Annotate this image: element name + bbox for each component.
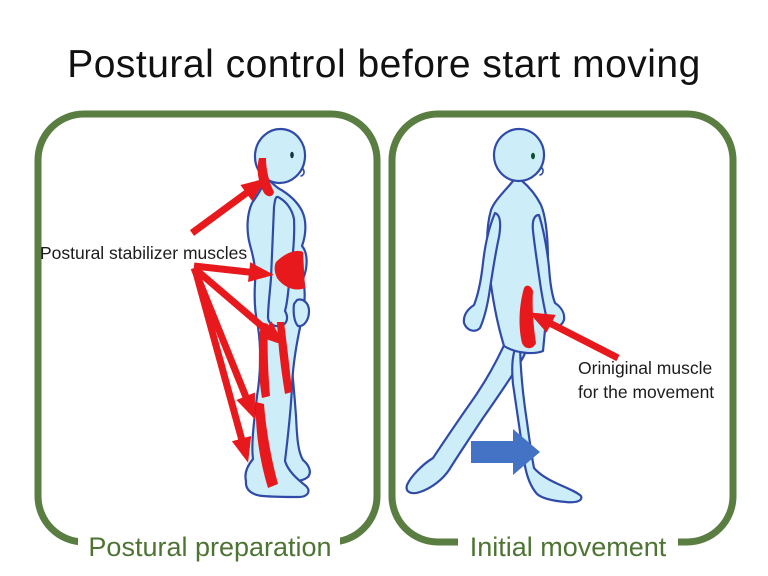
- movement-direction-arrow: [471, 429, 540, 475]
- standing-figure-far-hand: [292, 298, 311, 328]
- right-caption: Initial movement: [470, 532, 667, 562]
- standing-figure-eye: [290, 151, 294, 159]
- right-annotation-line2: for the movement: [578, 382, 714, 402]
- walking-figure-eye: [531, 152, 535, 160]
- walking-figure-far-arm: [462, 211, 502, 332]
- red-arrow-thigh: [191, 265, 285, 346]
- red-arrow-hip-muscle: [528, 312, 620, 362]
- red-arrow-calf: [191, 268, 252, 463]
- walking-figure-head: [492, 127, 546, 183]
- walking-figure-front-leg: [511, 338, 583, 504]
- walking-figure: [405, 127, 583, 504]
- right-caption-mask: [458, 524, 678, 562]
- standing-figure-nose: [300, 168, 305, 177]
- walking-figure-nose: [539, 167, 544, 176]
- left-caption: Postural preparation: [88, 532, 331, 562]
- red-arrow-waist: [193, 262, 274, 283]
- waist-muscle-highlight: [274, 250, 305, 290]
- right-panel: Oriniginal muscle for the movement Initi…: [388, 110, 737, 562]
- left-panel: Postural stabilizer muscles Postural pre…: [34, 110, 381, 562]
- red-callout-arrows: [189, 178, 285, 463]
- page-title: Postural control before start moving: [67, 43, 701, 86]
- right-annotation-line1: Oriniginal muscle: [578, 358, 712, 378]
- standing-figure: [244, 127, 311, 499]
- calf-muscle-highlight: [255, 402, 278, 488]
- left-panel-border: [34, 110, 381, 546]
- standing-figure-head: [253, 127, 307, 185]
- red-arrow-neck: [189, 178, 267, 236]
- left-caption-mask: [78, 524, 340, 562]
- walking-figure-back-leg: [405, 332, 529, 495]
- left-annotation: Postural stabilizer muscles: [40, 243, 247, 263]
